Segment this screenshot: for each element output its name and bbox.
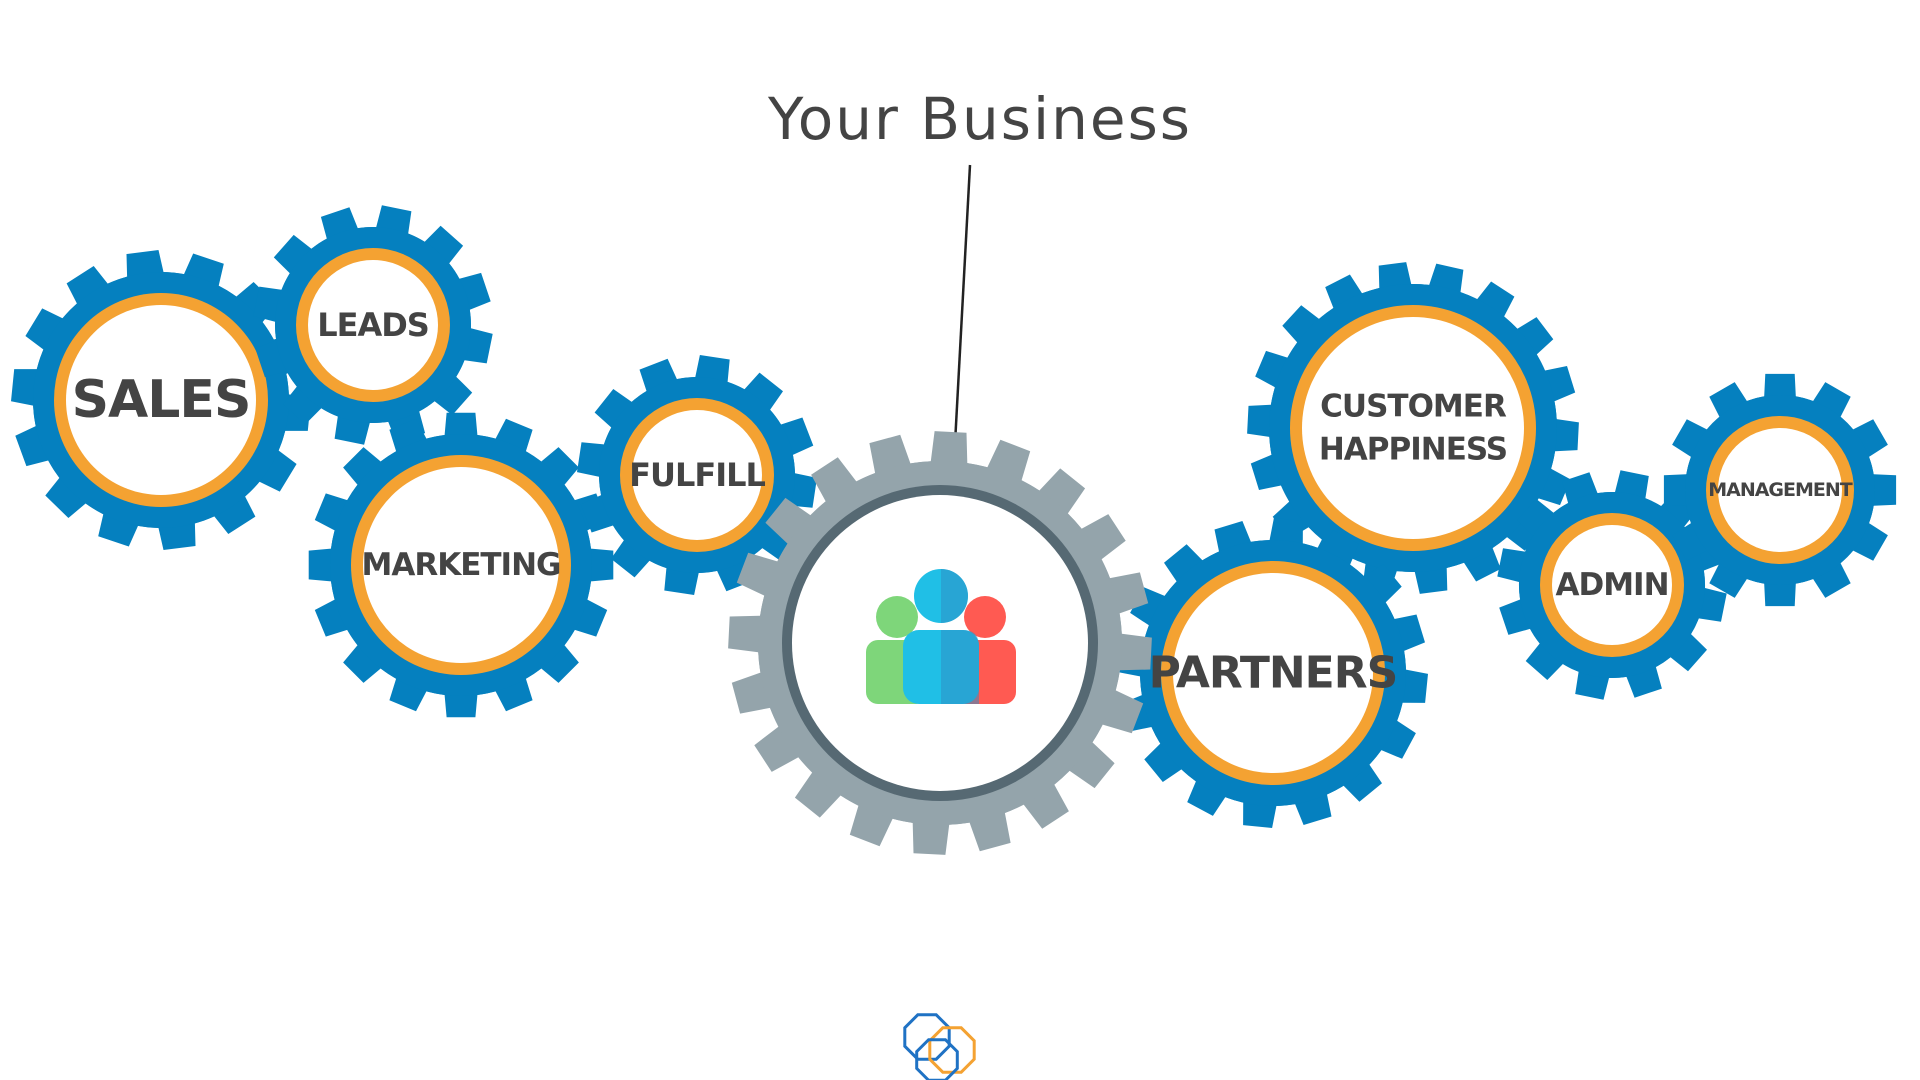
gear-sales: SALES: [11, 250, 311, 550]
gear-management-label: MANAGEMENT: [1708, 479, 1853, 501]
gear-marketing-label: MARKETING: [362, 547, 561, 583]
gear-customer-happiness-label: HAPPINESS: [1319, 432, 1507, 468]
gear-marketing-face: [363, 467, 559, 663]
title-connector-line: [952, 164, 972, 463]
gear-fulfill-label: FULFILL: [629, 456, 765, 494]
gear-leads-label: LEADS: [317, 306, 429, 344]
gear-sales-face: [66, 305, 256, 495]
gear-partners-label: PARTNERS: [1149, 648, 1398, 699]
gear-fulfill-face: [632, 410, 762, 540]
gear-leads: LEADS: [253, 205, 493, 445]
gear-admin-face: [1552, 525, 1672, 645]
connector-layer: [952, 164, 972, 463]
gear-admin: ADMIN: [1497, 470, 1727, 700]
gear-marketing: MARKETING: [308, 412, 614, 718]
gear-management: MANAGEMENT: [1663, 373, 1897, 607]
gear-customer-happiness-face: [1302, 317, 1524, 539]
gear-layer: SALES LEADS MARKETING FULFILL CUSTOMER HAPPIN…: [11, 205, 1897, 828]
gear-customer-happiness-label: CUSTOMER: [1320, 388, 1507, 424]
gear-partners-face: [1173, 573, 1373, 773]
gear-sales-label: SALES: [72, 370, 251, 430]
gear-management-face: [1718, 428, 1842, 552]
gear-customer-happiness: CUSTOMER HAPPINESS: [1247, 262, 1579, 594]
center-gear-group: [728, 431, 1152, 855]
gear-admin-label: ADMIN: [1555, 567, 1668, 603]
gear-partners: PARTNERS: [1118, 518, 1428, 828]
gear-leads-face: [308, 260, 438, 390]
interlocking-hexagons-logo: [903, 1013, 976, 1080]
people-group-icon: [866, 569, 1016, 704]
diagram-title: Your Business: [767, 85, 1192, 153]
gear-fulfill: FULFILL: [577, 355, 817, 595]
